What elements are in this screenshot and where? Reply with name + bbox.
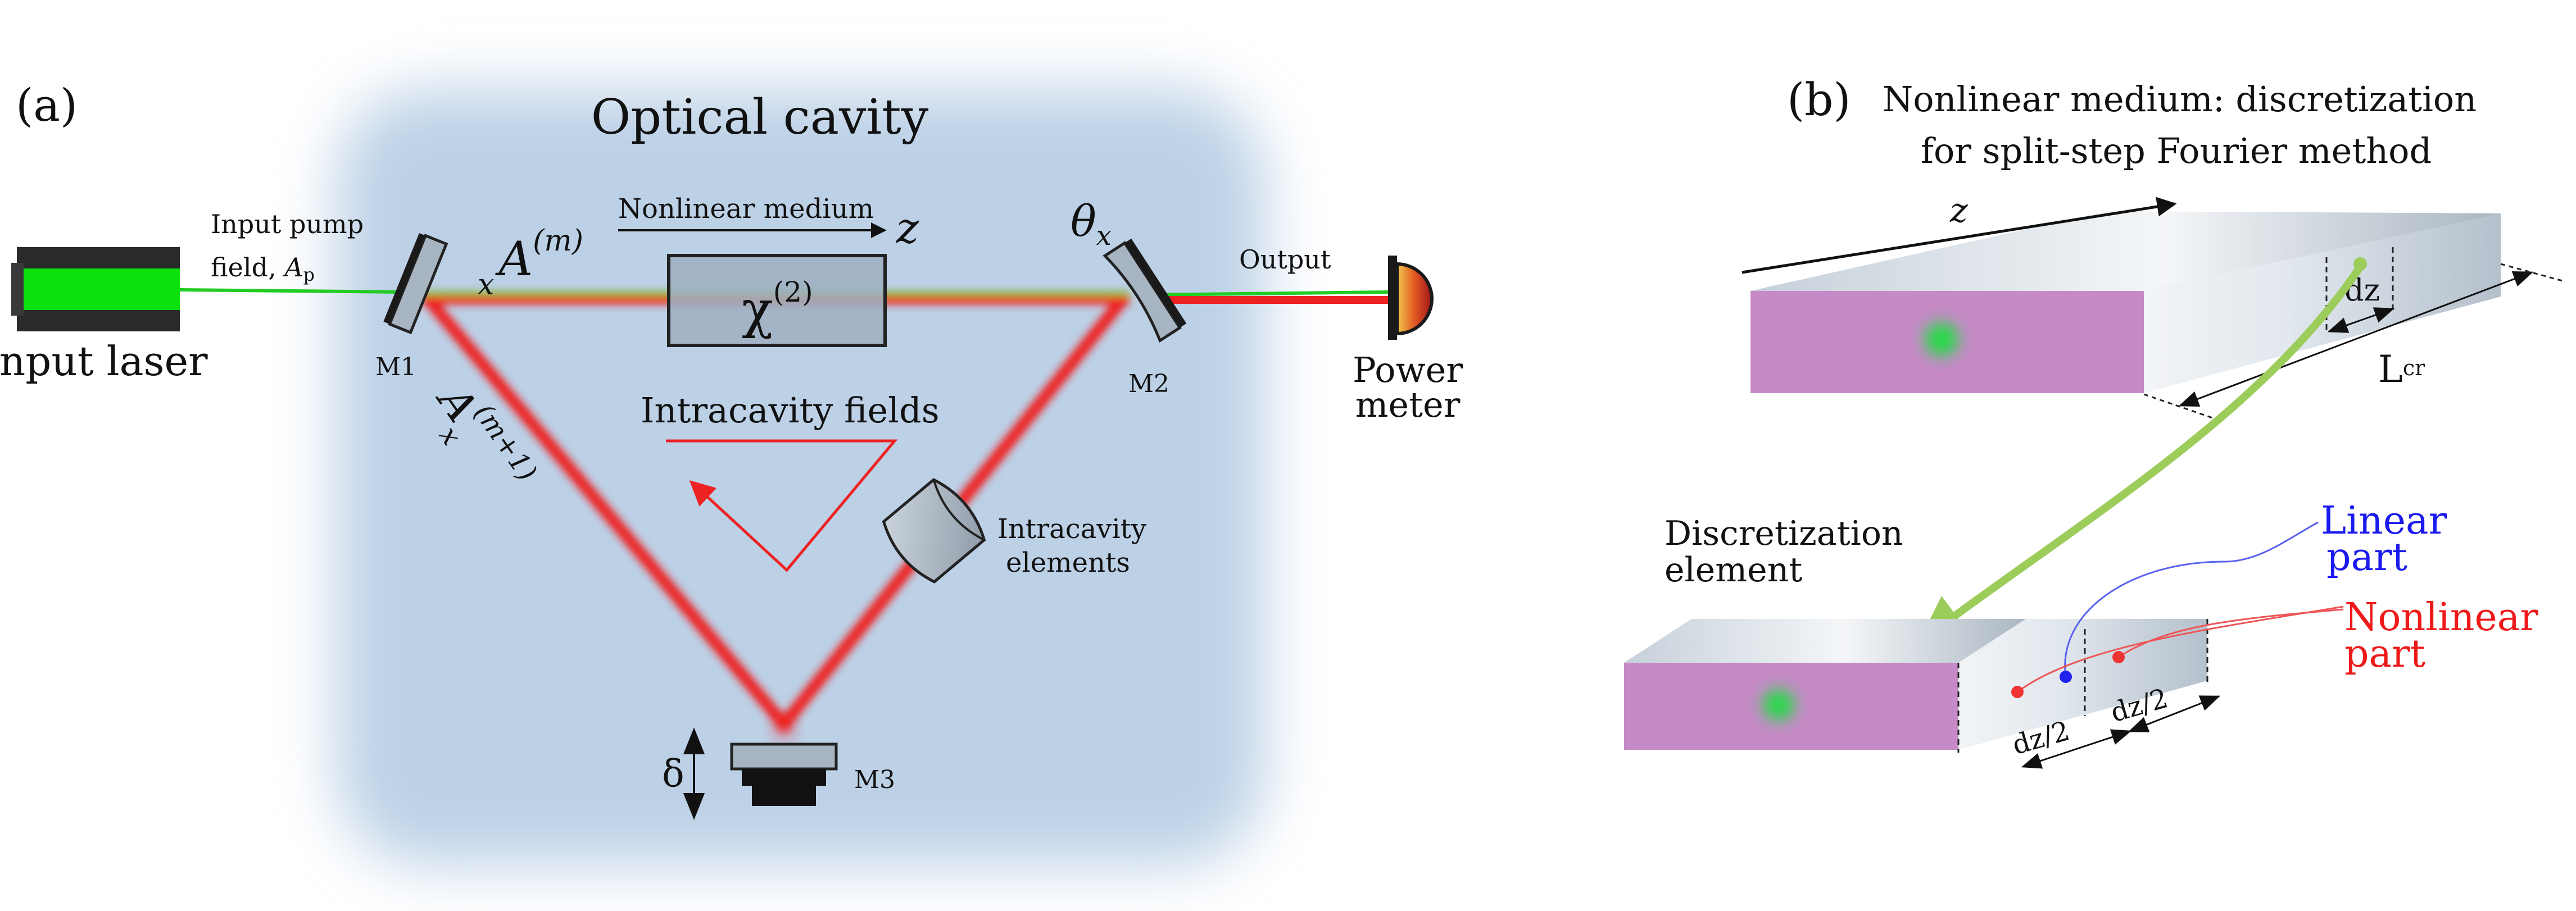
intracavity-fields-arrow: [666, 439, 898, 572]
panel-a-tag: (a): [16, 79, 78, 131]
mirror-m1: [383, 233, 448, 335]
pump-beam-input: [179, 288, 406, 294]
input-laser: [11, 247, 180, 331]
panel-b: (b) Nonlinear medium: discretization for…: [1624, 74, 2563, 769]
input-laser-label: Input laser: [0, 338, 208, 385]
nonlinear-label-line1: Nonlinear: [2344, 595, 2538, 640]
output-beam-green: [1143, 290, 1389, 297]
z-label-b: z: [1949, 191, 1968, 230]
intracavity-element: [882, 478, 986, 584]
nonlinear-dot-2: [2112, 651, 2125, 663]
power-meter: [1388, 256, 1434, 340]
a-m-field-label: A(m)x: [478, 224, 583, 302]
zoom-arrow: [1918, 266, 2362, 644]
nonlinear-label-line2: part: [2344, 632, 2425, 676]
linear-dot: [2060, 671, 2072, 683]
panel-b-title-line2: for split-step Fourier method: [1921, 130, 2432, 171]
m3-beam-spot: [776, 719, 792, 735]
lcr-ext-left: [2143, 393, 2215, 420]
z-label-a: z: [896, 203, 919, 253]
intracavity-fields-label: Intracavity fields: [641, 390, 940, 431]
power-meter-label-line1: Power: [1353, 349, 1463, 390]
m1-label: M1: [375, 353, 416, 381]
linear-pointer: [2064, 521, 2319, 677]
chi2-crystal: [667, 254, 887, 347]
delta-label: δ: [662, 752, 684, 795]
m3-label: M3: [854, 766, 895, 794]
lcr-ext-right: [2500, 263, 2563, 282]
power-meter-label-line2: meter: [1355, 384, 1461, 425]
panel-b-title-line1: Nonlinear medium: discretization: [1883, 79, 2477, 120]
linear-label-line2: part: [2326, 535, 2407, 580]
output-label: Output: [1239, 244, 1331, 275]
lcr-label: Lcr: [2378, 348, 2425, 391]
discretization-label-line2: element: [1665, 550, 1802, 590]
mirror-m3: [730, 743, 838, 806]
element-beam-spot: [1763, 689, 1794, 721]
input-pump-label-line1: Input pump: [211, 209, 364, 239]
z-axis-arrow-b: [1741, 197, 2177, 274]
lcr-dimension: [2178, 271, 2534, 407]
cavity-title: Optical cavity: [591, 89, 929, 145]
panel-b-tag: (b): [1787, 74, 1851, 126]
panel-a: (a) Optical cavity Input laser Input pum…: [0, 79, 1463, 865]
discretization-label-line1: Discretization: [1665, 514, 1903, 553]
nonlinear-dot-1: [2011, 686, 2024, 698]
m2-label: M2: [1128, 370, 1169, 398]
discretization-element: [1624, 619, 2207, 750]
chi2-label: χ(2): [742, 276, 813, 340]
nonlinear-pointer-2: [2118, 608, 2344, 658]
crystal-beam-spot: [1925, 322, 1958, 356]
cavity-background: [337, 90, 1264, 865]
linear-label-line1: Linear: [2321, 499, 2447, 543]
crystal-block: [1750, 211, 2501, 393]
mirror-m2: [1103, 238, 1187, 343]
intracavity-elements-label-line1: Intracavity: [997, 513, 1146, 545]
input-pump-label-line2: field, Ap: [211, 252, 315, 285]
theta-label: θx: [1071, 196, 1112, 252]
dz-half-dimension-right: [2128, 695, 2221, 732]
nonlinear-medium-label: Nonlinear medium: [618, 193, 874, 225]
intracavity-elements-label-line2: elements: [1006, 547, 1130, 579]
dz-half-dimension-left: [2021, 729, 2132, 769]
